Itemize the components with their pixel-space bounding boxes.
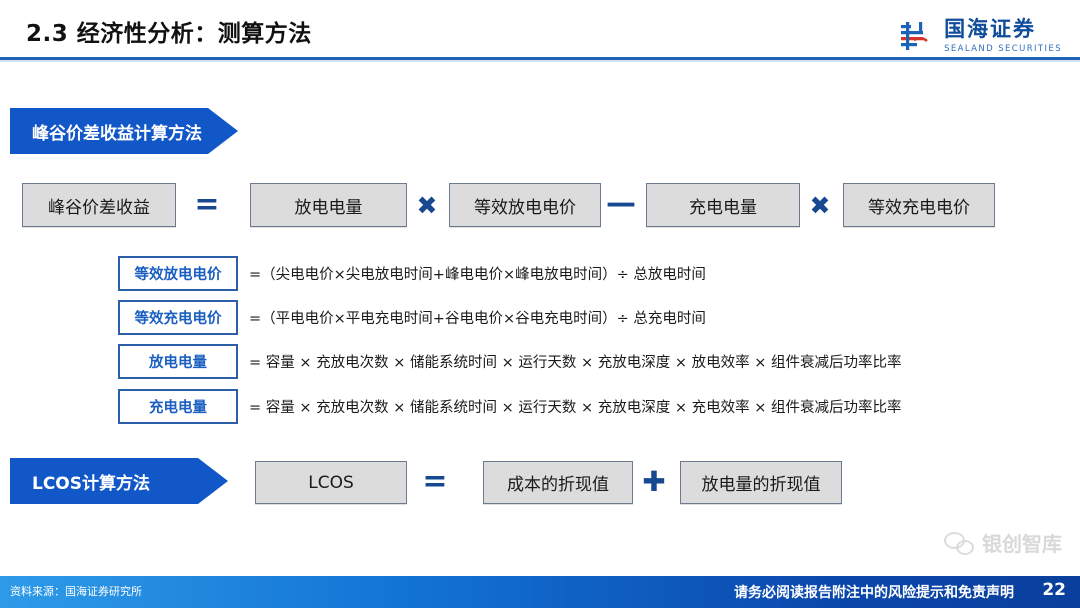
logo-name-cn: 国海证券 [944,16,1037,41]
term-discharge-energy: 放电电量 [250,183,407,227]
definition-row-3: 放电电量 = 容量 × 充放电次数 × 储能系统时间 × 运行天数 × 充放电深… [118,344,901,379]
definition-row-2: 等效充电电价 =（平电电价×平电充电时间+谷电电价×谷电充电时间）÷ 总充电时间 [118,300,706,335]
watermark: 银创智库 [944,528,1062,557]
definition-row-4: 充电电量 = 容量 × 充放电次数 × 储能系统时间 × 运行天数 × 充放电深… [118,389,901,424]
term-charge-energy: 充电电量 [646,183,800,227]
definition-label-equivalent-discharge-price: 等效放电电价 [118,256,238,291]
definition-label-charge-energy: 充电电量 [118,389,238,424]
definition-formula-equivalent-charge-price: =（平电电价×平电充电时间+谷电电价×谷电充电时间）÷ 总充电时间 [249,311,706,327]
banner-lcos: LCOS计算方法 [10,458,228,504]
logo-name-en: SEALAND SECURITIES [944,43,1062,54]
footer-bar [0,576,1080,608]
definition-label-equivalent-charge-price: 等效充电电价 [118,300,238,335]
definition-label-discharge-energy: 放电电量 [118,344,238,379]
banner-lcos-label: LCOS计算方法 [32,473,151,494]
logo-text: 国海证券 SEALAND SECURITIES [944,16,1062,54]
operator-multiply-2: ✖ [809,190,831,220]
banner-peak-valley-label: 峰谷价差收益计算方法 [32,123,202,144]
operator-multiply-1: ✖ [416,190,438,220]
operator-divide: ✚ [642,465,666,498]
watermark-label: 银创智库 [982,532,1062,556]
definition-formula-equivalent-discharge-price: =（尖电电价×尖电放电时间+峰电电价×峰电放电时间）÷ 总放电时间 [249,267,706,283]
footer-disclaimer: 请务必阅读报告附注中的风险提示和免责声明 [734,585,1014,601]
page-title: 2.3 经济性分析：测算方法 [26,21,312,47]
term-cost-present-value: 成本的折现值 [483,461,633,504]
header-divider-light [0,60,1080,62]
wechat-icon [944,531,974,555]
operator-equals-1: = [194,187,220,222]
definition-formula-discharge-energy: = 容量 × 充放电次数 × 储能系统时间 × 运行天数 × 充放电深度 × 放… [249,355,902,371]
page-number: 22 [1042,580,1066,600]
term-equivalent-discharge-price: 等效放电电价 [449,183,601,227]
operator-minus: — [606,186,636,221]
definition-row-1: 等效放电电价 =（尖电电价×尖电放电时间+峰电电价×峰电放电时间）÷ 总放电时间 [118,256,706,291]
operator-equals-2: = [422,464,448,499]
sealand-logo-mark [895,16,935,56]
header-divider [0,57,1080,60]
company-logo: 国海证券 SEALAND SECURITIES [895,16,1062,56]
footer-source: 资料来源：国海证券研究所 [10,585,142,598]
term-peak-valley-revenue: 峰谷价差收益 [22,183,176,227]
banner-peak-valley: 峰谷价差收益计算方法 [10,108,238,154]
term-equivalent-charge-price: 等效充电电价 [843,183,995,227]
definition-formula-charge-energy: = 容量 × 充放电次数 × 储能系统时间 × 运行天数 × 充放电深度 × 充… [249,400,902,416]
term-lcos: LCOS [255,461,407,504]
term-discharge-present-value: 放电量的折现值 [680,461,842,504]
